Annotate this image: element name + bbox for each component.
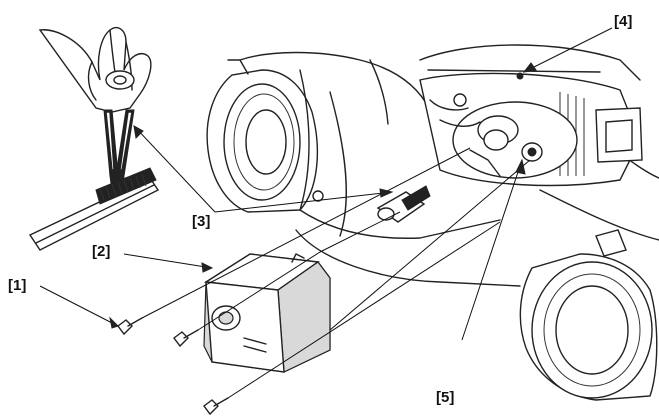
front-wheel — [519, 229, 658, 401]
assembly-lines — [141, 147, 531, 399]
callout-1: [1] — [8, 277, 27, 294]
callout-5: [5] — [436, 389, 455, 406]
callout-2: [2] — [92, 243, 111, 260]
hand-with-pliers — [38, 26, 152, 191]
bolt-3 — [203, 397, 229, 416]
spark-arrester — [376, 185, 431, 223]
bolt-2 — [173, 329, 199, 348]
callout-4: [4] — [614, 13, 633, 30]
engine — [419, 44, 643, 187]
callout-3: [3] — [192, 213, 211, 230]
spark-plug-tool — [28, 167, 160, 251]
leader-lines — [39, 27, 613, 341]
rear-wheel — [206, 69, 319, 213]
muffler — [203, 253, 331, 373]
bolt-1 — [117, 317, 143, 336]
screw-4 — [516, 72, 524, 80]
